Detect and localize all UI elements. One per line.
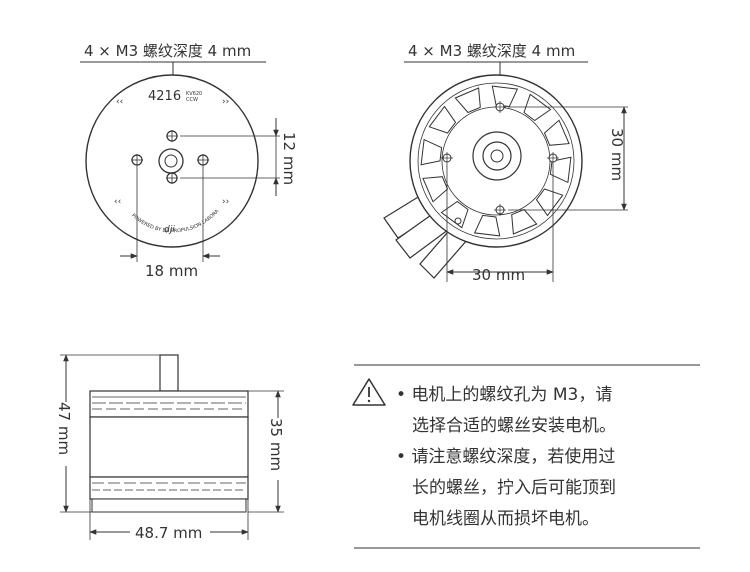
- svg-text:››: ››: [222, 197, 229, 207]
- svg-text:‹‹: ‹‹: [116, 97, 123, 107]
- dim-12mm: 12 mm: [280, 132, 298, 185]
- warning-text-1a: 电机上的螺纹孔为 M3，请: [411, 385, 613, 405]
- dim-30mm-horizontal: 30 mm: [472, 266, 525, 284]
- model-direction: CCW: [186, 97, 198, 103]
- dji-logo: dji: [164, 225, 175, 235]
- motor-body: [89, 416, 249, 478]
- model-kv: KV620: [186, 91, 202, 97]
- motor-base-plate: [91, 498, 247, 513]
- warning-triangle-icon: [352, 378, 386, 406]
- model-number: 4216: [148, 89, 181, 104]
- vent-slot: [543, 119, 570, 146]
- shaft-hub: [472, 131, 522, 181]
- bullet-2: •: [396, 447, 407, 467]
- vent-slot: [422, 176, 449, 203]
- svg-text:››: ››: [222, 97, 229, 107]
- top-right-callout: 4 × M3 螺纹深度 4 mm: [408, 42, 575, 60]
- vent-slot: [420, 138, 443, 166]
- warning-text-2a: 请注意螺纹深度，若使用过: [411, 447, 616, 467]
- vent-slot: [473, 214, 501, 237]
- vent-slot: [428, 105, 457, 134]
- rotor-top-band: [89, 390, 249, 418]
- vent-slot: [535, 188, 564, 217]
- warning-item-1-line-1: • 电机上的螺纹孔为 M3，请: [396, 380, 696, 411]
- side-view: 47 mm 35 mm 48.7 mm: [55, 354, 288, 542]
- dim-47mm: 47 mm: [55, 402, 73, 455]
- stator-base-band: [89, 476, 249, 500]
- bullet-1: •: [396, 385, 407, 405]
- warning-item-2-line-1: • 请注意螺纹深度，若使用过: [396, 442, 696, 473]
- warning-item-2-line-2: 长的螺丝，拧入后可能顶到: [412, 478, 616, 498]
- motor-base-circle: [85, 74, 259, 248]
- warning-item-1-line-2: 选择合适的螺丝安装电机。: [412, 416, 616, 436]
- warning-text: • 电机上的螺纹孔为 M3，请 选择合适的螺丝安装电机。 • 请注意螺纹深度，若…: [396, 380, 696, 535]
- cooling-vents: [420, 85, 572, 237]
- vent-slot: [491, 85, 519, 108]
- dim-18mm: 18 mm: [145, 262, 198, 280]
- vent-slot: [511, 208, 538, 235]
- dim-35mm: 35 mm: [267, 418, 285, 471]
- dim-30mm-vertical: 30 mm: [608, 128, 626, 181]
- top-left-view: 4 × M3 螺纹深度 4 mm 4216 KV620 CCW ‹‹ ›› ‹‹…: [0, 0, 298, 280]
- svg-text:‹‹: ‹‹: [114, 197, 121, 207]
- vent-slot: [454, 87, 481, 114]
- warning-panel: [352, 364, 700, 549]
- warning-item-2-line-3: 电机线圈从而损坏电机。: [412, 509, 599, 529]
- motor-shaft: [159, 354, 179, 392]
- dim-48-7mm: 48.7 mm: [135, 524, 202, 542]
- top-left-callout: 4 × M3 螺纹深度 4 mm: [84, 42, 251, 60]
- vent-slot: [549, 156, 572, 184]
- top-right-view: 4 × M3 螺纹深度 4 mm: [383, 42, 628, 284]
